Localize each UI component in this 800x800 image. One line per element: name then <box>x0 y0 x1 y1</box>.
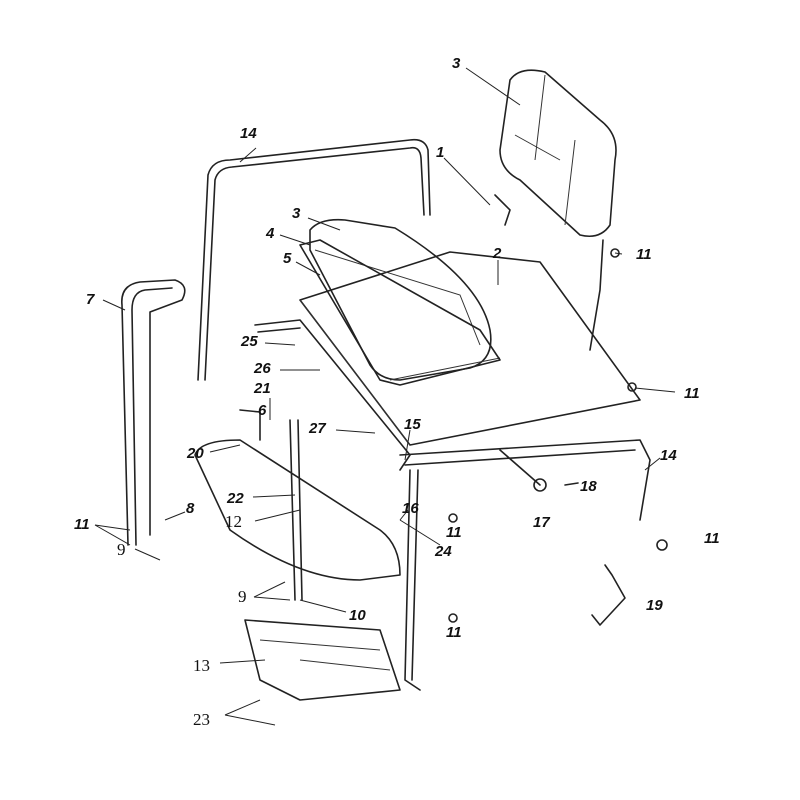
callout-11-e: 11 <box>704 530 720 547</box>
callout-3-back: 3 <box>452 55 461 72</box>
frame <box>194 319 651 701</box>
floor-panel <box>299 251 641 446</box>
callout-6: 6 <box>258 402 267 419</box>
callout-24: 24 <box>434 543 452 560</box>
part-17 <box>533 478 547 492</box>
bracket-19 <box>591 564 626 626</box>
callout-14-right: 14 <box>660 447 677 464</box>
callout-17: 17 <box>533 514 550 531</box>
callout-23: 23 <box>193 710 210 729</box>
callout-1: 1 <box>436 144 444 161</box>
callout-2: 2 <box>492 245 502 262</box>
callout-3-cushion: 3 <box>292 205 301 222</box>
callout-20: 20 <box>186 445 204 462</box>
callout-11-d: 11 <box>446 524 462 541</box>
seat-cushion <box>299 218 501 386</box>
callout-22: 22 <box>226 490 244 507</box>
callout-9-center: 9 <box>238 587 247 606</box>
callout-27: 27 <box>308 420 326 437</box>
callout-7: 7 <box>86 291 95 308</box>
callout-11-b: 11 <box>684 385 700 402</box>
grab-handle <box>121 279 186 546</box>
callout-15: 15 <box>404 416 421 433</box>
callout-19: 19 <box>646 597 663 614</box>
seat-back <box>494 69 617 351</box>
callout-18: 18 <box>580 478 597 495</box>
callout-13: 13 <box>193 656 210 675</box>
callout-9-left: 9 <box>117 540 126 559</box>
callout-14-top: 14 <box>240 125 257 142</box>
callout-11-f: 11 <box>446 624 462 641</box>
callout-11-a: 11 <box>636 246 652 263</box>
callout-16: 16 <box>402 500 419 517</box>
callout-10: 10 <box>349 607 366 624</box>
callout-21: 21 <box>253 380 271 397</box>
callout-11-c: 11 <box>74 516 90 533</box>
callout-12: 12 <box>225 512 242 531</box>
roll-bar-left <box>197 138 431 381</box>
callout-5: 5 <box>283 250 292 267</box>
leader-lines <box>94 67 676 726</box>
callout-26: 26 <box>253 360 271 377</box>
callout-8: 8 <box>186 500 195 517</box>
callout-labels: 3 14 1 3 4 5 2 11 7 25 26 21 6 27 15 20 … <box>74 55 720 729</box>
callout-4: 4 <box>265 225 275 242</box>
callout-25: 25 <box>240 333 258 350</box>
